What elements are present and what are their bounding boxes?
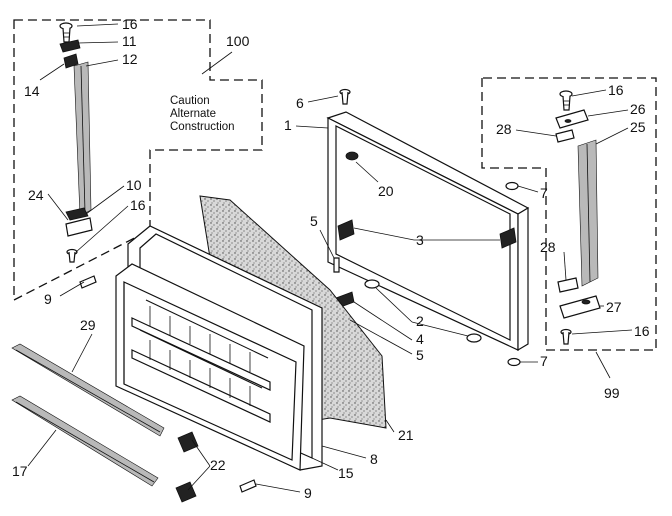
callout-10: 10 [126,177,142,193]
hinge-bracket-left [63,53,79,69]
callout-26: 26 [630,101,646,117]
hinge-bushing-top-right [555,129,575,143]
door-screw-upper [333,257,340,273]
callout-100: 100 [226,33,250,49]
callout-17: 17 [12,463,28,479]
leader-lines [27,23,633,493]
callout-9-bottom: 9 [304,485,312,501]
hinge-bracket-24 [65,217,93,237]
callout-7-bottom: 7 [540,353,548,369]
callout-16-top-right: 16 [608,82,624,98]
door-washer-right [466,333,482,343]
door-top-screw [339,88,351,105]
callout-1: 1 [284,117,292,133]
liner-screw-bottom [239,479,257,493]
callout-16-mid-left: 16 [130,197,146,213]
callout-16-bottom-right: 16 [634,323,650,339]
callout-21: 21 [398,427,414,443]
callout-28-lower: 28 [540,239,556,255]
bottom-hinge-screw-left [66,248,78,263]
callout-11: 11 [122,33,137,49]
hinge-kit-box-outline [481,77,657,351]
callout-25: 25 [630,119,646,135]
caution-note-line-3: Construction [170,121,235,133]
alternate-construction-box-outline [13,19,263,302]
callout-3: 3 [416,232,424,248]
callout-6: 6 [296,95,304,111]
top-hinge-screw-left [59,22,73,43]
hinge-bushing-bottom-right [557,277,579,293]
top-hinge-left [59,39,81,53]
caution-note-line-1: Caution [170,95,210,107]
callout-4: 4 [416,331,424,347]
callout-22: 22 [210,457,226,473]
callout-24: 24 [28,187,44,203]
callout-9-left: 9 [44,291,52,307]
bottom-hinge-left [65,207,89,221]
callout-14: 14 [24,83,40,99]
door-rail-lower [11,395,159,487]
door-cap-top [505,181,519,191]
liner-screw-left [79,275,97,289]
door-shelves [131,299,271,423]
callout-15: 15 [338,465,354,481]
callout-20: 20 [378,183,394,199]
callout-2: 2 [416,313,424,329]
callout-12: 12 [122,51,138,67]
callout-5-lower: 5 [416,347,424,363]
door-cap-bottom [507,357,521,367]
callout-28-upper: 28 [496,121,512,137]
callout-99: 99 [604,385,620,401]
door-bracket-left [337,219,355,241]
door-handle-left [73,61,92,217]
callout-8: 8 [370,451,378,467]
bottom-hinge-right [559,295,601,319]
top-hinge-right [555,109,589,129]
door-washer-left [364,279,380,289]
top-hinge-screw-right [559,90,573,111]
callout-5-upper: 5 [310,213,318,229]
rail-end-cap-upper [177,431,199,453]
bottom-hinge-screw-right [560,328,572,345]
callout-27: 27 [606,299,622,315]
outer-door-panel [326,111,530,352]
door-bracket-right [499,227,517,249]
callout-29: 29 [80,317,96,333]
callout-7-top: 7 [540,185,548,201]
door-plug [345,151,359,161]
door-handle-right [577,139,599,287]
caution-note-line-2: Alternate [170,108,216,120]
callout-16-top-left: 16 [122,16,138,32]
